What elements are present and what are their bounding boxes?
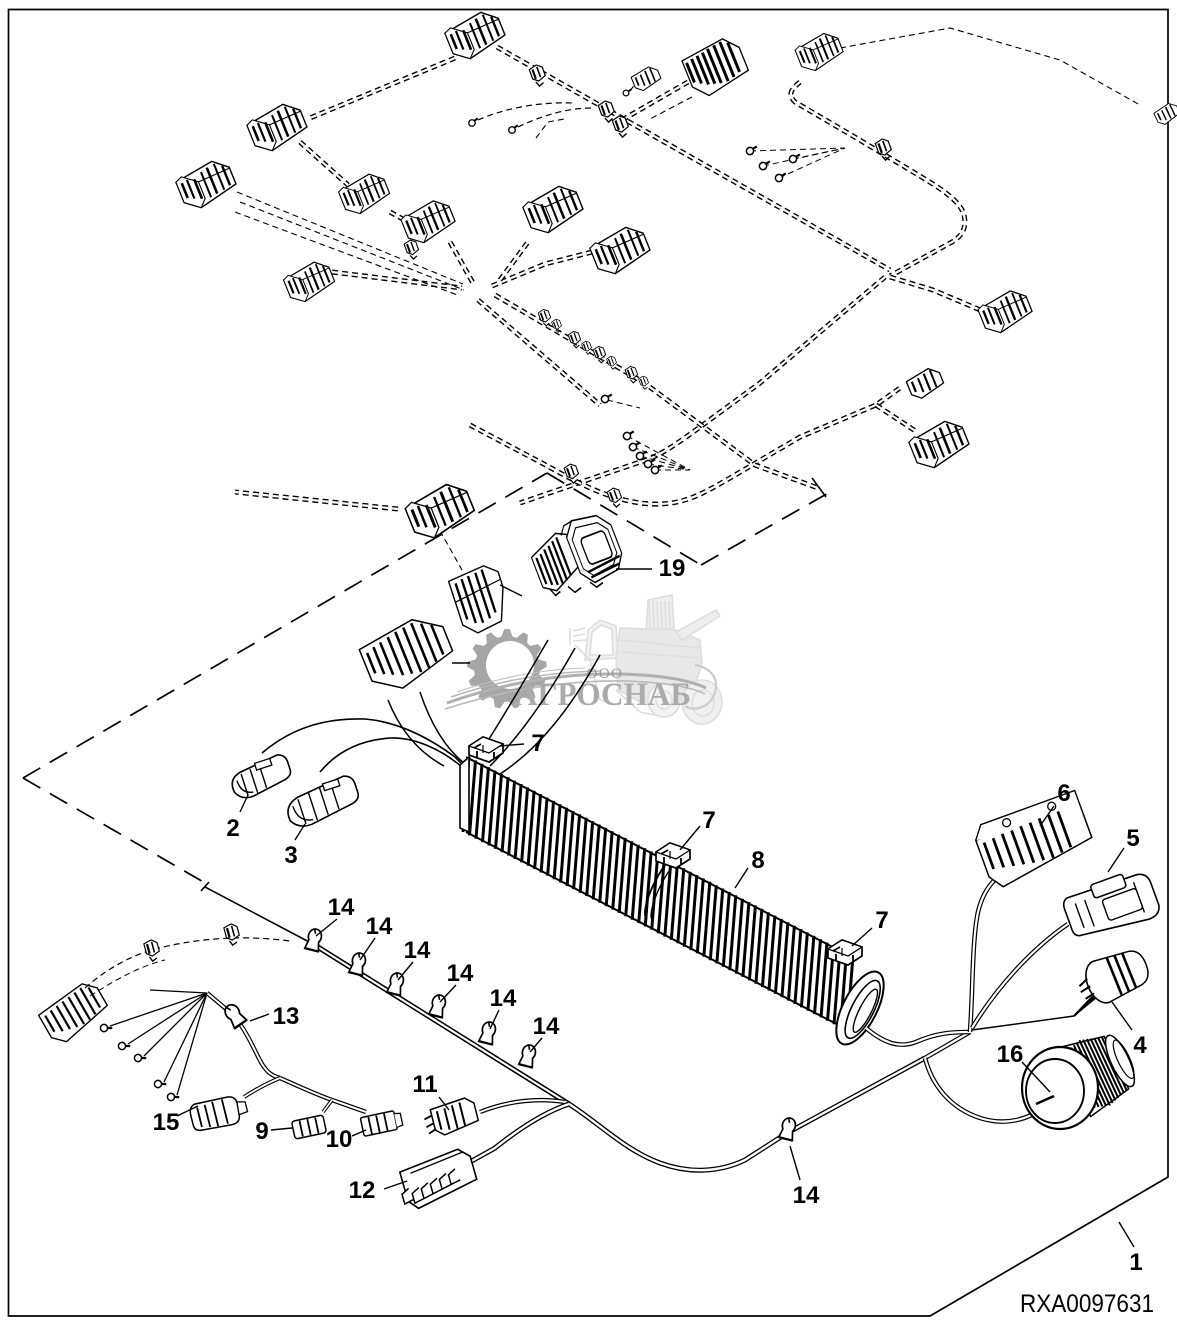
svg-text:5: 5: [1126, 825, 1139, 852]
svg-text:14: 14: [533, 1013, 560, 1040]
svg-text:10: 10: [326, 1126, 353, 1153]
svg-text:13: 13: [273, 1003, 300, 1030]
svg-text:4: 4: [1133, 1032, 1147, 1059]
svg-text:9: 9: [255, 1118, 268, 1145]
svg-text:7: 7: [531, 730, 544, 757]
svg-text:7: 7: [875, 907, 888, 934]
svg-text:16: 16: [997, 1041, 1024, 1068]
svg-text:8: 8: [751, 847, 764, 874]
svg-text:OOO: OOO: [587, 666, 624, 682]
svg-text:15: 15: [153, 1109, 180, 1136]
svg-text:14: 14: [328, 894, 355, 921]
svg-text:1: 1: [1129, 1249, 1142, 1276]
svg-text:12: 12: [349, 1177, 376, 1204]
svg-text:6: 6: [1057, 780, 1070, 807]
svg-text:3: 3: [284, 842, 297, 869]
svg-text:RXA0097631: RXA0097631: [1020, 1290, 1154, 1318]
svg-text:7: 7: [702, 807, 715, 834]
svg-text:19: 19: [659, 555, 686, 582]
svg-text:14: 14: [366, 913, 393, 940]
svg-text:14: 14: [447, 960, 474, 987]
svg-text:14: 14: [490, 985, 517, 1012]
svg-text:11: 11: [412, 1071, 437, 1098]
svg-text:14: 14: [404, 937, 431, 964]
svg-text:АГРОСНАБ: АГРОСНАБ: [515, 677, 691, 713]
svg-text:14: 14: [793, 1182, 820, 1209]
svg-text:2: 2: [226, 815, 239, 842]
